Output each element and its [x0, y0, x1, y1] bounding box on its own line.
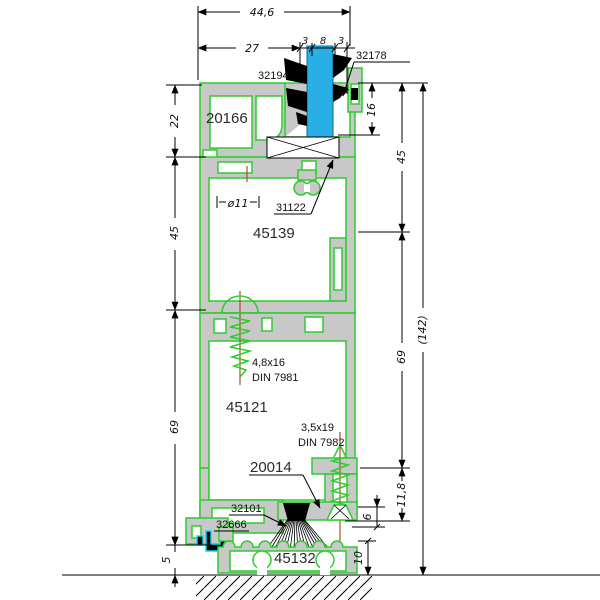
hole-mark — [216, 166, 260, 208]
label-32101: 32101 — [231, 503, 262, 515]
chamber — [255, 95, 283, 141]
label-hole-diameter: ø11 — [227, 197, 249, 210]
dim-27: 27 — [245, 42, 259, 55]
dim-left-22: 22 — [168, 114, 181, 128]
dimensions-left: 22 45 69 5 — [160, 84, 212, 587]
brush-bristles — [265, 518, 330, 552]
glass-assembly — [266, 45, 352, 159]
label-32194: 32194 — [258, 70, 289, 82]
snap-clip-omega — [293, 169, 321, 196]
label-20166: 20166 — [206, 110, 248, 127]
dim-right-10: 10 — [352, 551, 365, 565]
dim-left-45: 45 — [168, 226, 181, 240]
chamber — [209, 95, 253, 149]
gasket-left-32194 — [284, 58, 307, 126]
frame-lower-45121 — [199, 312, 358, 534]
label-screw1-din: DIN 7981 — [252, 372, 298, 384]
dim-right-45: 45 — [395, 150, 408, 164]
dim-8: 8 — [320, 36, 326, 47]
leader-32178 — [342, 61, 355, 97]
leader-31122 — [310, 159, 334, 215]
dim-left-69: 69 — [168, 420, 181, 434]
label-screw1-size: 4,8x16 — [252, 357, 285, 369]
label-45139: 45139 — [253, 225, 295, 242]
setting-block — [266, 136, 340, 159]
dim-right-69: 69 — [395, 350, 408, 364]
dim-3a: 3 — [302, 36, 308, 47]
dim-right-11-8: 11,8 — [395, 483, 408, 508]
dimensions-right: 16 45 69 11,8 6 10 (142) — [338, 82, 429, 576]
dim-overall-width: 44,6 — [250, 6, 275, 19]
leader-32101 — [263, 514, 287, 527]
label-32178: 32178 — [356, 50, 387, 62]
ground-hatch — [196, 576, 372, 600]
dim-right-16: 16 — [365, 103, 378, 117]
label-31122: 31122 — [276, 202, 306, 214]
label-screw2-size: 3,5x19 — [301, 422, 334, 434]
dim-left-5: 5 — [160, 557, 173, 564]
dim-3b: 3 — [338, 36, 344, 47]
leader-20014 — [302, 474, 321, 509]
label-45132: 45132 — [274, 550, 316, 567]
chamber — [208, 177, 347, 302]
screw-din7982 — [325, 432, 355, 546]
label-20014: 20014 — [250, 459, 292, 476]
ground — [62, 574, 600, 600]
label-32666: 32666 — [216, 519, 247, 531]
dimensions-top: 44,6 27 3 8 3 — [197, 6, 355, 94]
dim-right-6: 6 — [361, 514, 374, 521]
glass-pane — [306, 45, 334, 138]
screw-din7981 — [221, 291, 259, 385]
label-45121: 45121 — [226, 399, 268, 416]
dim-right-142: (142) — [416, 315, 429, 345]
frame-upper-45139 — [199, 156, 356, 314]
label-screw2-din: DIN 7982 — [298, 437, 344, 449]
brush-holder — [283, 503, 310, 521]
brush-seal-32101 — [265, 503, 330, 552]
part-labels: 32194 32178 20166 31122 ø11 45139 4,8x16… — [206, 50, 410, 567]
